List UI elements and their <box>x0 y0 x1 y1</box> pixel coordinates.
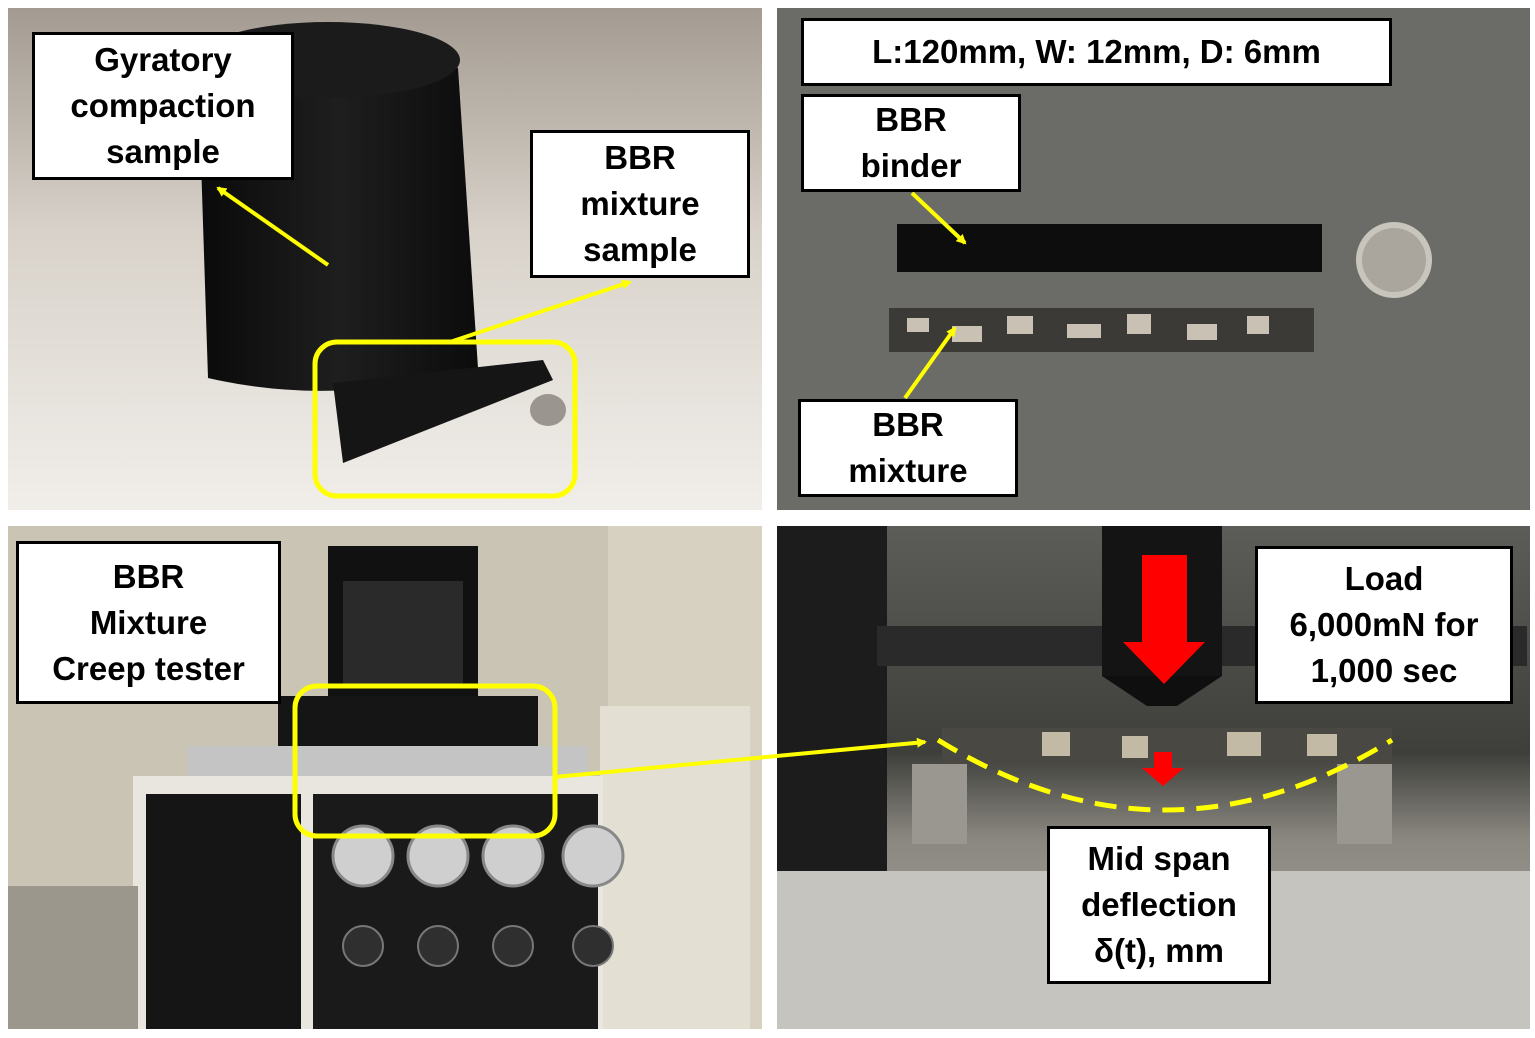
label-line: sample <box>583 231 697 268</box>
label-line: compaction <box>70 87 256 124</box>
label-line: Load <box>1344 560 1424 597</box>
label-bbr-mixture: BBR mixture <box>798 399 1018 497</box>
label-dimensions: L:120mm, W: 12mm, D: 6mm <box>801 18 1392 86</box>
label-line: Creep tester <box>52 649 245 687</box>
label-bbr-binder: BBR binder <box>801 94 1021 192</box>
label-line: BBR <box>112 557 185 595</box>
label-line: deflection <box>1081 886 1237 923</box>
label-line: Gyratory <box>94 41 232 78</box>
label-line: mixture <box>848 452 968 489</box>
label-line: BBR <box>872 406 944 443</box>
label-line: Mid span <box>1087 840 1231 877</box>
label-line: sample <box>106 133 220 170</box>
label-line: mixture <box>580 185 700 222</box>
label-bbr-mixture-sample: BBR mixture sample <box>530 130 750 278</box>
label-line: 6,000mN for <box>1289 606 1479 643</box>
label-line: binder <box>860 147 962 184</box>
label-line: Mixture <box>89 603 208 641</box>
label-line: δ(t), mm <box>1093 932 1224 969</box>
label-gyratory-sample: Gyratory compaction sample <box>32 32 294 180</box>
label-line: BBR <box>604 139 676 176</box>
label-line: L:120mm, W: 12mm, D: 6mm <box>872 33 1321 70</box>
label-creep-tester: BBR Mixture Creep tester <box>16 541 281 704</box>
label-load: Load 6,000mN for 1,000 sec <box>1255 546 1513 704</box>
label-midspan-deflection: Mid span deflection δ(t), mm <box>1047 826 1271 984</box>
label-line: BBR <box>875 101 947 138</box>
label-line: 1,000 sec <box>1310 652 1458 689</box>
